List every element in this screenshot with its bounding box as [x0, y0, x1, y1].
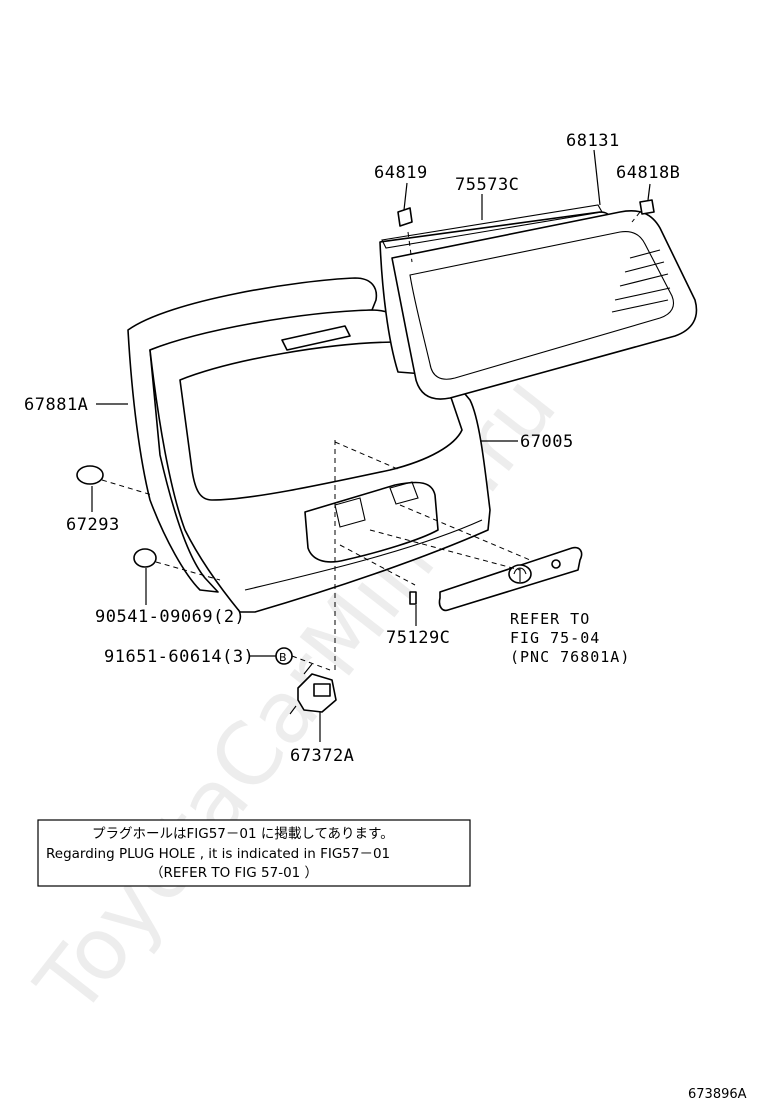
assembly-line: [155, 561, 221, 581]
label-68131: 68131: [566, 131, 620, 151]
assembly-line: [399, 504, 531, 561]
assembly-line: [369, 529, 521, 571]
plug-90541-09069: [133, 548, 157, 568]
plug-67293: [76, 465, 104, 485]
back-window-glass-68131: [379, 210, 698, 400]
label-75573c: 75573C: [455, 175, 519, 195]
leader-line: [403, 182, 408, 211]
svg-text:B: B: [279, 651, 287, 664]
molding-75573c: [381, 204, 603, 249]
label-67293: 67293: [66, 515, 120, 535]
label-67881a: 67881A: [24, 395, 88, 415]
lock-67372a: [289, 663, 337, 715]
assembly-line: [334, 441, 401, 471]
refer-line-2: FIG 75-04: [510, 629, 600, 647]
assembly-line: [101, 479, 153, 496]
refer-line-3: (PNC 76801A): [510, 648, 630, 666]
figure-id: 673896A: [688, 1087, 747, 1102]
leader-line: [647, 183, 651, 201]
note-box: プラグホールはFIG57－01 に掲載してあります。 Regarding PLU…: [37, 819, 471, 887]
label-75129c: 75129C: [386, 628, 450, 648]
note-line-3: （REFER TO FIG 57-01 ）: [150, 865, 318, 881]
assembly-line: [291, 655, 331, 671]
label-90541-09069: 90541-09069(2): [95, 607, 245, 627]
note-line-2: Regarding PLUG HOLE , it is indicated in…: [46, 846, 390, 862]
back-door-67005: [149, 309, 491, 613]
clip-75129c: [409, 591, 417, 605]
bolt-91651-60614: B: [275, 647, 293, 665]
leader-line: [593, 149, 601, 206]
label-67372a: 67372A: [290, 746, 354, 766]
garnish-76801a: [438, 546, 583, 612]
label-67005: 67005: [520, 432, 574, 452]
label-91651-60614: 91651-60614(3): [104, 647, 254, 667]
assembly-line: [631, 211, 641, 223]
clip-64819: [397, 207, 413, 227]
label-64818b: 64818B: [616, 163, 680, 183]
label-64819: 64819: [374, 163, 428, 183]
note-line-1: プラグホールはFIG57－01 に掲載してあります。: [92, 826, 394, 842]
clip-64818b: [639, 199, 655, 215]
refer-line-1: REFER TO: [510, 610, 590, 628]
